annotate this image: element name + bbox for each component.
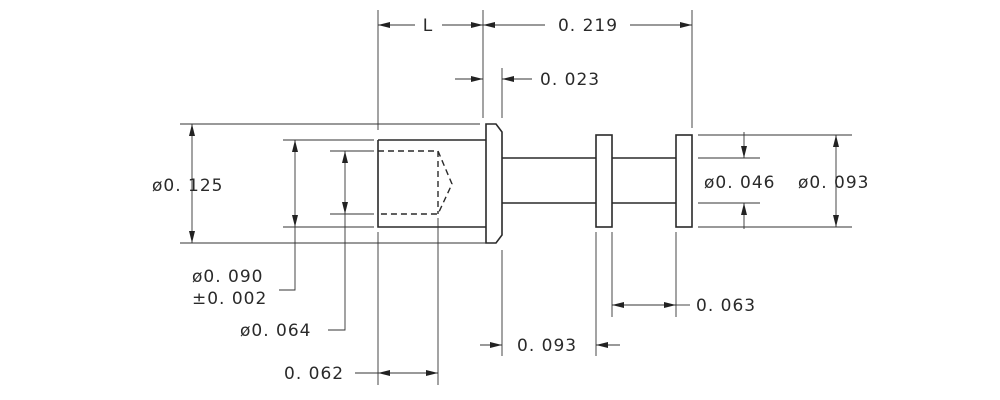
first-collar-offset-label: 0. 093 bbox=[517, 336, 577, 356]
overall-length-label: 0. 219 bbox=[558, 16, 618, 36]
second-collar bbox=[675, 134, 693, 228]
length-label: L bbox=[423, 16, 433, 36]
shank-tolerance-label: ±0. 002 bbox=[192, 289, 267, 309]
collar-diameter-label: ø0. 093 bbox=[798, 173, 869, 193]
flange-outline bbox=[485, 123, 503, 244]
pin-diameter-label: ø0. 046 bbox=[704, 173, 775, 193]
hidden-bore bbox=[378, 150, 453, 215]
shank-outline bbox=[377, 139, 486, 228]
arrowheads bbox=[189, 22, 839, 376]
flange-diameter-label: ø0. 125 bbox=[152, 176, 223, 196]
shank-diameter-label: ø0. 090 bbox=[192, 267, 263, 287]
pin-outline bbox=[502, 157, 676, 204]
bore-diameter-label: ø0. 064 bbox=[240, 321, 311, 341]
bore-depth-label: 0. 062 bbox=[284, 364, 344, 384]
dimension-labels: L 0. 219 0. 023 ø0. 125 ø0. 090 ±0. 002 … bbox=[152, 16, 869, 384]
extension-lines bbox=[180, 10, 852, 385]
flange-thickness-label: 0. 023 bbox=[540, 70, 600, 90]
collar-spacing-label: 0. 063 bbox=[696, 296, 756, 316]
part-geometry bbox=[377, 123, 693, 244]
first-collar bbox=[595, 134, 613, 228]
